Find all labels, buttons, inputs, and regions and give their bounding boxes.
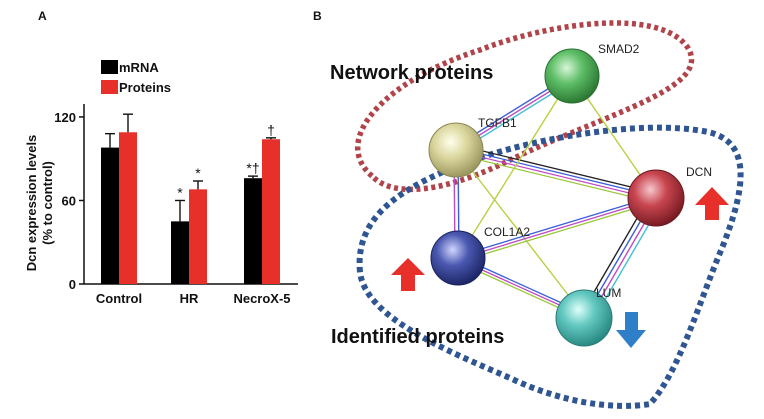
identified-proteins-label: Identified proteins <box>331 326 504 348</box>
bar-proteins-control <box>119 132 137 284</box>
node-col1a2[interactable]: COL1A2 <box>430 225 530 286</box>
node-label-lum: LUM <box>596 286 621 300</box>
y-tick-label: 120 <box>54 110 76 125</box>
y-axis-label-line1: Dcn expression levels <box>24 135 39 272</box>
bar-proteins-hr <box>189 189 207 284</box>
bar-mrna-necrox-5 <box>244 178 262 284</box>
node-smad2[interactable]: SMAD2 <box>544 42 640 104</box>
edge-tgfb1-lum <box>455 149 587 319</box>
y-axis-label-line2: (% to control) <box>40 161 55 245</box>
significance-mark: *† <box>246 160 259 176</box>
significance-mark: † <box>267 122 275 138</box>
edge-tgfb1-dcn <box>458 145 657 203</box>
up-arrow-icon-dcn <box>695 187 729 220</box>
node-label-smad2: SMAD2 <box>598 42 640 56</box>
network-proteins-outline <box>355 20 695 193</box>
legend-swatch-mrna <box>101 60 118 74</box>
node-lum[interactable]: LUM <box>555 286 621 347</box>
node-label-tgfb1: TGFB1 <box>478 116 517 130</box>
x-tick-label: NecroX-5 <box>233 291 290 306</box>
node-label-dcn: DCN <box>686 165 712 179</box>
down-arrow-icon-lum <box>616 312 646 348</box>
significance-mark: * <box>177 184 183 200</box>
y-tick-label: 0 <box>69 277 76 292</box>
bar-chart: mRNA Proteins 0 60 120 Control * * HR *† † NecroX… <box>24 60 298 306</box>
node-dcn[interactable]: DCN <box>627 165 712 227</box>
legend-label-proteins: Proteins <box>119 80 171 95</box>
node-label-col1a2: COL1A2 <box>484 225 530 239</box>
bar-mrna-control <box>101 147 119 284</box>
chart-legend: mRNA Proteins <box>101 60 171 95</box>
edge-col1a2-dcn <box>457 195 657 263</box>
protein-network: SMAD2 TGFB1 DCN COL1A2 LUM Network prote… <box>330 20 744 409</box>
up-arrow-icon-col1a2 <box>391 258 425 291</box>
x-tick-label: HR <box>180 291 199 306</box>
bar-mrna-hr <box>171 221 189 284</box>
chart-bars: Control * * HR *† † NecroX-5 <box>96 113 291 306</box>
node-tgfb1[interactable]: TGFB1 <box>428 116 517 178</box>
legend-swatch-proteins <box>101 80 118 94</box>
network-proteins-label: Network proteins <box>330 62 493 84</box>
panel-b-label: B <box>313 9 322 23</box>
x-tick-label: Control <box>96 291 142 306</box>
edge-smad2-col1a2 <box>457 75 573 259</box>
legend-label-mrna: mRNA <box>119 60 159 75</box>
bar-proteins-necrox-5 <box>262 139 280 284</box>
network-edges <box>453 73 663 323</box>
panel-a-label: A <box>38 9 47 23</box>
y-tick-label: 60 <box>62 193 76 208</box>
significance-mark: * <box>195 165 201 181</box>
